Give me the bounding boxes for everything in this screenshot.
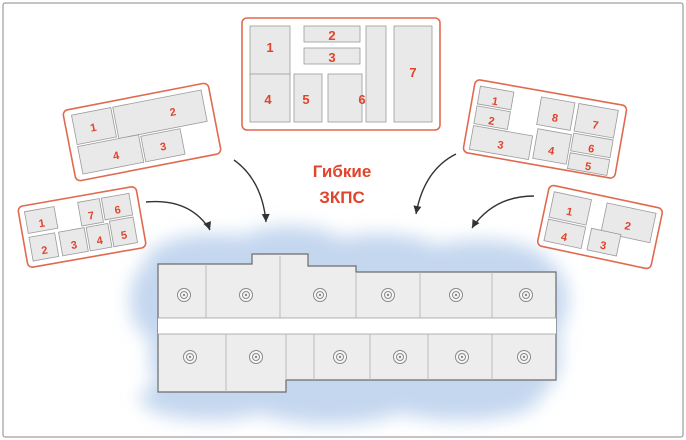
room-number: 2 (487, 115, 495, 128)
room-block (77, 198, 104, 227)
room-number: 3 (496, 139, 504, 152)
column-ring-icon (249, 350, 263, 364)
column-ring-icon (381, 288, 395, 302)
layout-card-center: 1 2 3 7 4 5 6 (241, 17, 441, 131)
room-number: 7 (409, 65, 416, 80)
room-number: 1 (491, 95, 499, 108)
room-block (586, 227, 622, 257)
arrow-group (145, 153, 535, 231)
room-block (108, 216, 139, 248)
floor-plan (157, 253, 557, 393)
room-number: 6 (114, 204, 122, 217)
layout-card-lower-left: 1 7 6 2 3 4 5 (17, 186, 147, 268)
room-block (85, 223, 113, 252)
room-number: 5 (584, 161, 592, 174)
room-number: 2 (328, 28, 335, 43)
room-number: 2 (623, 220, 631, 233)
room-block (536, 96, 576, 131)
column-ring-icon (239, 288, 253, 302)
column-ring-icon (449, 288, 463, 302)
room-block (249, 73, 291, 123)
room-block (140, 128, 186, 163)
room-number: 6 (587, 143, 595, 156)
room-number: 3 (599, 240, 607, 253)
room-block (570, 132, 614, 159)
curved-arrow-icon (145, 200, 212, 231)
column-ring-icon (183, 350, 197, 364)
layout-card-lower-right: 1 2 4 3 (536, 184, 664, 270)
plan-corridor (158, 318, 556, 334)
curved-arrow-icon (413, 153, 457, 215)
room-block (573, 103, 619, 139)
room-number: 1 (38, 217, 46, 230)
room-block (71, 107, 117, 146)
room-number: 7 (591, 119, 599, 132)
room-block (24, 206, 59, 234)
room-block (600, 202, 657, 244)
room-number: 5 (120, 229, 128, 242)
room-number: 4 (96, 235, 105, 248)
room-block (532, 128, 572, 165)
room-block (476, 85, 515, 111)
room-number: 1 (565, 206, 573, 219)
column-ring-icon (519, 288, 533, 302)
column-ring-icon (177, 288, 191, 302)
room-number: 5 (302, 92, 309, 107)
room-block (77, 134, 145, 175)
column-ring-icon (455, 350, 469, 364)
curved-arrow-icon (471, 195, 535, 229)
room-block (303, 47, 361, 65)
room-block (327, 73, 363, 123)
room-block (543, 218, 587, 250)
room-block (293, 73, 323, 123)
room-block (548, 191, 592, 226)
room-block (112, 89, 208, 140)
room-number: 1 (89, 122, 97, 135)
column-ring-icon (333, 350, 347, 364)
room-block (365, 25, 387, 123)
column-ring-icon (313, 288, 327, 302)
room-block (473, 105, 511, 130)
room-block (303, 25, 361, 43)
room-block (393, 25, 433, 123)
room-number: 4 (112, 150, 121, 163)
room-number: 3 (159, 141, 167, 154)
room-number: 4 (560, 231, 569, 244)
room-number: 7 (87, 210, 95, 223)
column-ring-icon (517, 350, 531, 364)
room-number: 8 (551, 112, 559, 125)
room-number: 1 (266, 40, 273, 55)
room-block (567, 152, 611, 176)
room-number: 3 (70, 239, 78, 252)
room-block (58, 227, 89, 257)
column-ring-icon (393, 350, 407, 364)
room-number: 2 (169, 106, 177, 119)
room-number: 4 (547, 145, 556, 158)
layout-card-upper-right: 1 2 8 7 6 3 4 5 (462, 79, 628, 179)
room-block (100, 192, 134, 221)
room-number: 3 (328, 50, 335, 65)
title-line-2: ЗКПС (319, 188, 365, 207)
layout-card-upper-left: 1 2 4 3 (62, 82, 222, 182)
room-block (28, 232, 60, 262)
room-block (468, 125, 534, 161)
title-line-1: Гибкие (313, 162, 372, 181)
room-number: 2 (41, 244, 49, 257)
room-number: 6 (358, 92, 365, 107)
curved-arrow-icon (233, 159, 270, 223)
room-number: 4 (264, 92, 272, 107)
column-group (177, 288, 533, 364)
room-block (249, 25, 291, 77)
